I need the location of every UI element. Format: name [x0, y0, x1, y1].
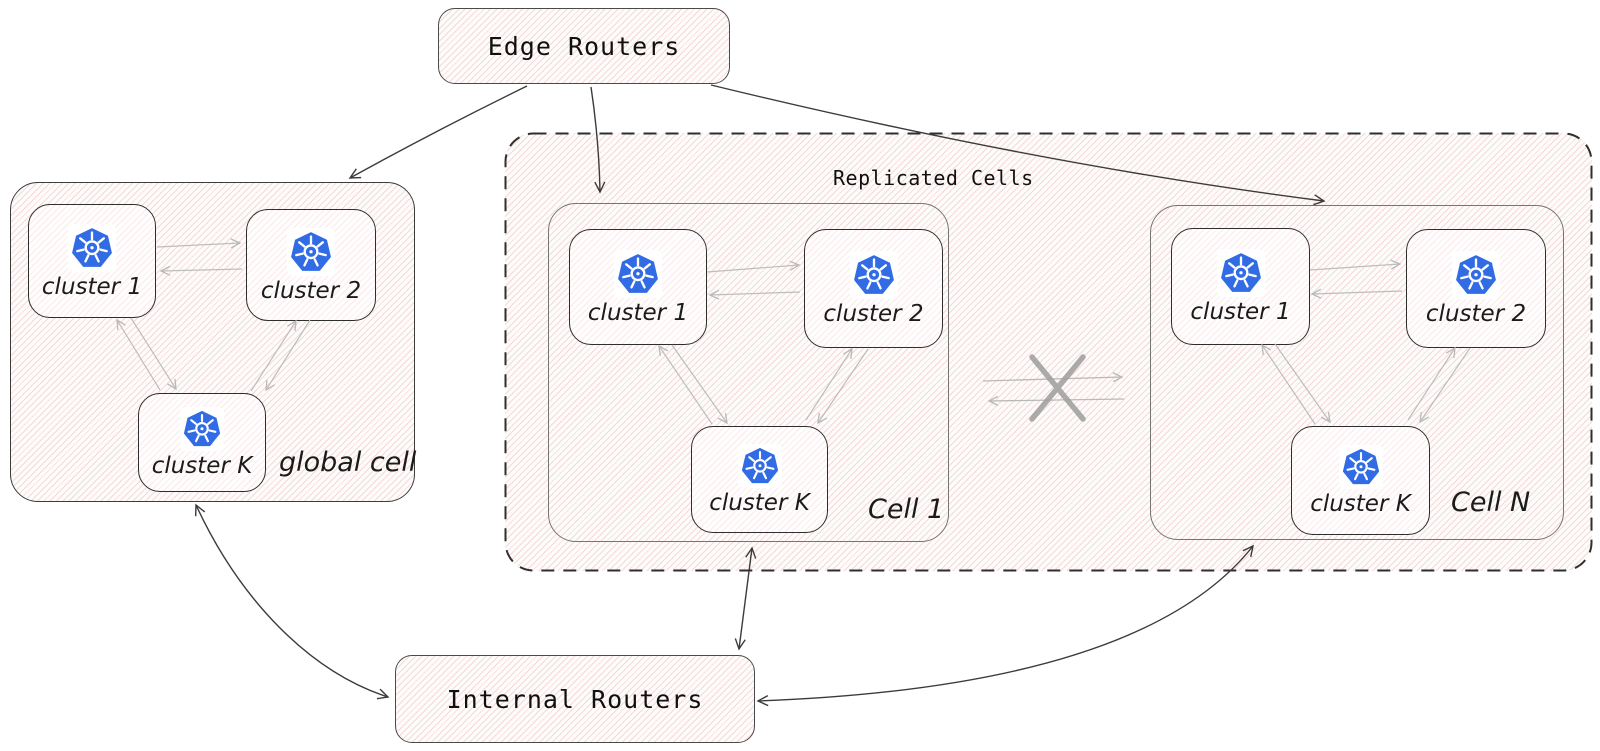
- kubernetes-icon: [1216, 249, 1265, 297]
- cell-1-label: Cell 1: [868, 494, 945, 525]
- cluster-label: cluster K: [151, 453, 253, 479]
- cluster-node: cluster K: [691, 426, 828, 533]
- cell-1: cluster 1 cluster 2 cluster K Cell 1: [548, 203, 949, 542]
- cluster-label: cluster 2: [260, 277, 362, 304]
- replicated-cells-container: Replicated Cells cluster 1 cluster 2 clu…: [505, 133, 1592, 571]
- cluster-node: cluster 2: [246, 209, 376, 321]
- cluster-label: cluster 1: [41, 273, 143, 300]
- kubernetes-icon: [849, 251, 898, 299]
- kubernetes-icon: [68, 223, 116, 272]
- cluster-label: cluster 2: [823, 301, 924, 327]
- cluster-node: cluster 1: [28, 204, 156, 318]
- kubernetes-icon: [180, 407, 224, 451]
- cluster-label: cluster 2: [1425, 301, 1527, 327]
- cluster-label: cluster K: [1310, 491, 1411, 517]
- replicated-cells-label: Replicated Cells: [833, 166, 1034, 190]
- cluster-node: cluster K: [138, 393, 266, 492]
- cluster-node: cluster 2: [1406, 229, 1546, 348]
- cluster-label: cluster 1: [587, 299, 689, 326]
- kubernetes-icon: [1338, 445, 1383, 489]
- cluster-node: cluster 2: [804, 229, 943, 348]
- kubernetes-icon: [614, 249, 662, 298]
- cell-n-label: Cell N: [1451, 487, 1531, 518]
- cluster-node: cluster 1: [1171, 228, 1310, 345]
- cluster-label: cluster 1: [1190, 299, 1291, 325]
- kubernetes-icon: [287, 227, 335, 276]
- kubernetes-icon: [737, 444, 782, 488]
- edge-routers-label: Edge Routers: [487, 31, 681, 61]
- internal-routers-label: Internal Routers: [446, 684, 704, 714]
- global-cell: cluster 1 cluster 2 cluster K global cel…: [10, 182, 417, 502]
- cell-n: cluster 1 cluster 2 cluster K Cell N: [1150, 205, 1564, 540]
- cluster-label: cluster K: [709, 490, 810, 516]
- cluster-node: cluster K: [1291, 426, 1430, 535]
- kubernetes-icon: [1452, 251, 1500, 299]
- edge-routers-node: Edge Routers: [438, 8, 730, 84]
- cluster-node: cluster 1: [569, 229, 707, 345]
- internal-routers-node: Internal Routers: [395, 655, 755, 743]
- global-cell-label: global cell: [279, 447, 417, 478]
